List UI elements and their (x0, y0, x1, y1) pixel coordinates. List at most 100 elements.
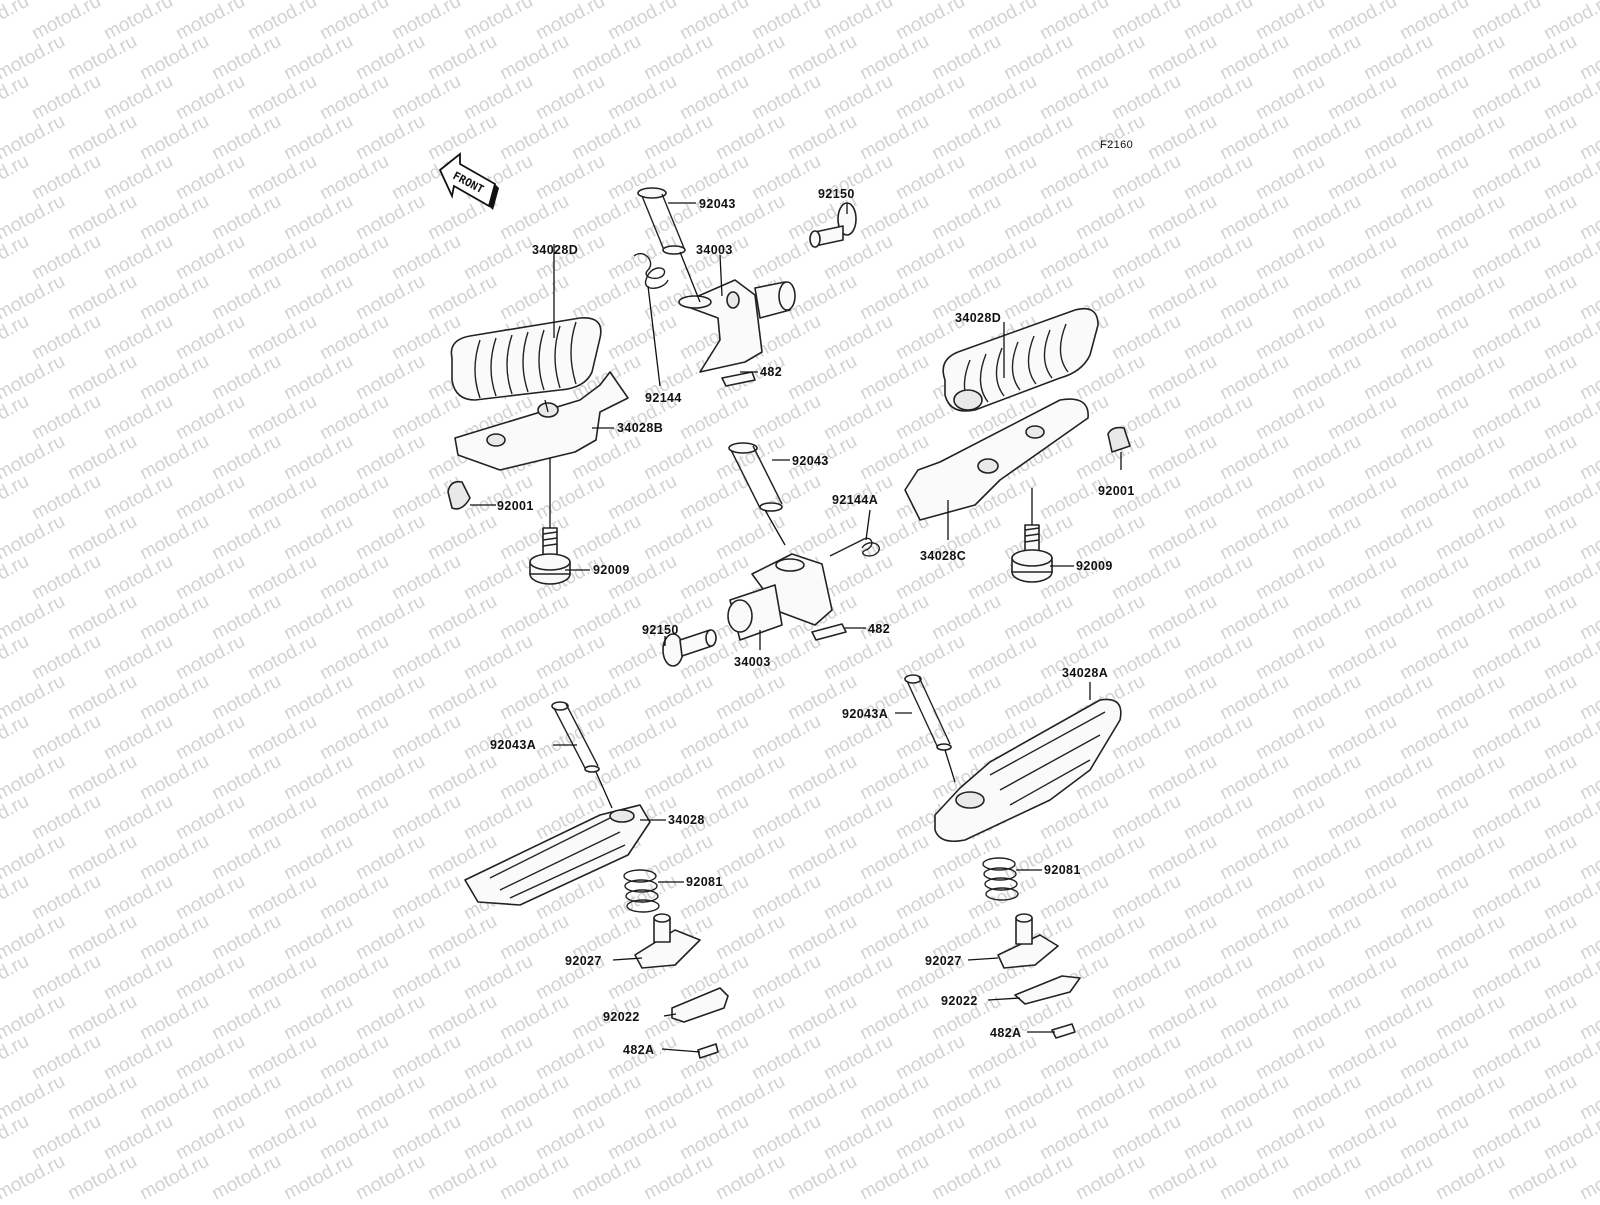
part-label: 92009 (593, 563, 630, 577)
watermark-text: motod.ru (172, 311, 248, 365)
watermark-text: motod.ru (1252, 631, 1328, 685)
watermark-text: motod.ru (1396, 1111, 1472, 1165)
watermark-text: motod.ru (1432, 111, 1508, 165)
watermark-text: motod.ru (1468, 551, 1544, 605)
bracket-92027-right (997, 913, 1059, 969)
watermark-text: motod.ru (1504, 31, 1580, 85)
watermark-text: motod.ru (316, 391, 392, 445)
watermark-text: motod.ru (1072, 991, 1148, 1045)
watermark-text: motod.ru (352, 591, 428, 645)
part-label: 92043A (490, 738, 536, 752)
watermark-text: motod.ru (1252, 471, 1328, 525)
watermark-text: motod.ru (1000, 111, 1076, 165)
watermark-text: motod.ru (100, 1031, 176, 1085)
watermark-text: motod.ru (568, 1151, 644, 1200)
watermark-text: motod.ru (208, 911, 284, 965)
watermark-text: motod.ru (28, 551, 104, 605)
watermark-text: motod.ru (136, 831, 212, 885)
watermark-text: motod.ru (1180, 711, 1256, 765)
watermark-text: motod.ru (1324, 711, 1400, 765)
watermark-text: motod.ru (1108, 1111, 1184, 1165)
watermark-text: motod.ru (604, 471, 680, 525)
watermark-text: motod.ru (316, 551, 392, 605)
watermark-text: motod.ru (28, 1031, 104, 1085)
watermark-text: motod.ru (676, 0, 752, 44)
watermark-text: motod.ru (244, 0, 320, 44)
watermark-text: motod.ru (1360, 911, 1436, 965)
watermark-text: motod.ru (316, 711, 392, 765)
step-34028-left (464, 804, 651, 906)
watermark-text: motod.ru (1036, 71, 1112, 125)
watermark-text: motod.ru (640, 1071, 716, 1125)
watermark-text: motod.ru (460, 791, 536, 845)
watermark-text: motod.ru (1324, 871, 1400, 925)
watermark-text: motod.ru (496, 591, 572, 645)
watermark-text: motod.ru (28, 1111, 104, 1165)
watermark-text: motod.ru (1216, 911, 1292, 965)
cap-92001-right (1107, 426, 1131, 453)
part-label: 92009 (1076, 559, 1113, 573)
watermark-text: motod.ru (1108, 71, 1184, 125)
watermark-text: motod.ru (1468, 71, 1544, 125)
watermark-text: motod.ru (1324, 0, 1400, 44)
watermark-text: motod.ru (280, 591, 356, 645)
watermark-text: motod.ru (784, 271, 860, 325)
watermark-text: motod.ru (352, 111, 428, 165)
watermark-text: motod.ru (136, 911, 212, 965)
watermark-text: motod.ru (100, 551, 176, 605)
watermark-text: motod.ru (460, 551, 536, 605)
watermark-text: motod.ru (1468, 711, 1544, 765)
watermark-text: motod.ru (280, 511, 356, 565)
watermark-text: motod.ru (1360, 511, 1436, 565)
watermark-text: motod.ru (136, 591, 212, 645)
part-label: 92144A (832, 493, 878, 507)
watermark-text: motod.ru (568, 31, 644, 85)
watermark-text: motod.ru (1072, 591, 1148, 645)
watermark-text: motod.ru (1324, 71, 1400, 125)
watermark-text: motod.ru (1252, 791, 1328, 845)
watermark-text: motod.ru (100, 1111, 176, 1165)
watermark-text: motod.ru (1216, 671, 1292, 725)
watermark-text: motod.ru (1432, 431, 1508, 485)
watermark-text: motod.ru (172, 551, 248, 605)
watermark-text: motod.ru (1288, 1151, 1364, 1200)
watermark-text: motod.ru (1432, 991, 1508, 1045)
watermark-text: motod.ru (1504, 671, 1580, 725)
watermark-text: motod.ru (244, 71, 320, 125)
watermark-text: motod.ru (1180, 1111, 1256, 1165)
watermark-text: motod.ru (784, 1151, 860, 1200)
watermark-text: motod.ru (1360, 591, 1436, 645)
part-label: 92081 (686, 875, 723, 889)
watermark-text: motod.ru (136, 1071, 212, 1125)
watermark-text: motod.ru (1324, 391, 1400, 445)
watermark-text: motod.ru (784, 31, 860, 85)
watermark-text: motod.ru (1144, 431, 1220, 485)
watermark-text: motod.ru (748, 71, 824, 125)
watermark-text: motod.ru (280, 31, 356, 85)
watermark-text: motod.ru (496, 1151, 572, 1200)
watermark-text: motod.ru (1288, 511, 1364, 565)
watermark-text: motod.ru (1432, 591, 1508, 645)
watermark-text: motod.ru (280, 431, 356, 485)
watermark-text: motod.ru (676, 231, 752, 285)
watermark-text: motod.ru (1288, 591, 1364, 645)
watermark-text: motod.ru (1180, 631, 1256, 685)
watermark-text: motod.ru (640, 671, 716, 725)
watermark-text: motod.ru (424, 31, 500, 85)
watermark-text: motod.ru (244, 471, 320, 525)
bolt-92009-right (1011, 524, 1053, 583)
watermark-text: motod.ru (100, 951, 176, 1005)
part-label: 92081 (1044, 863, 1081, 877)
watermark-text: motod.ru (1252, 951, 1328, 1005)
watermark-text: motod.ru (964, 1111, 1040, 1165)
watermark-text: motod.ru (928, 191, 1004, 245)
watermark-text: motod.ru (784, 351, 860, 405)
watermark-text: motod.ru (172, 471, 248, 525)
watermark-text: motod.ru (1180, 1031, 1256, 1085)
watermark-text: motod.ru (352, 1151, 428, 1200)
watermark-text: motod.ru (172, 711, 248, 765)
watermark-text: motod.ru (1144, 991, 1220, 1045)
watermark-text: motod.ru (568, 671, 644, 725)
watermark-text: motod.ru (424, 1071, 500, 1125)
watermark-text: motod.ru (712, 511, 788, 565)
